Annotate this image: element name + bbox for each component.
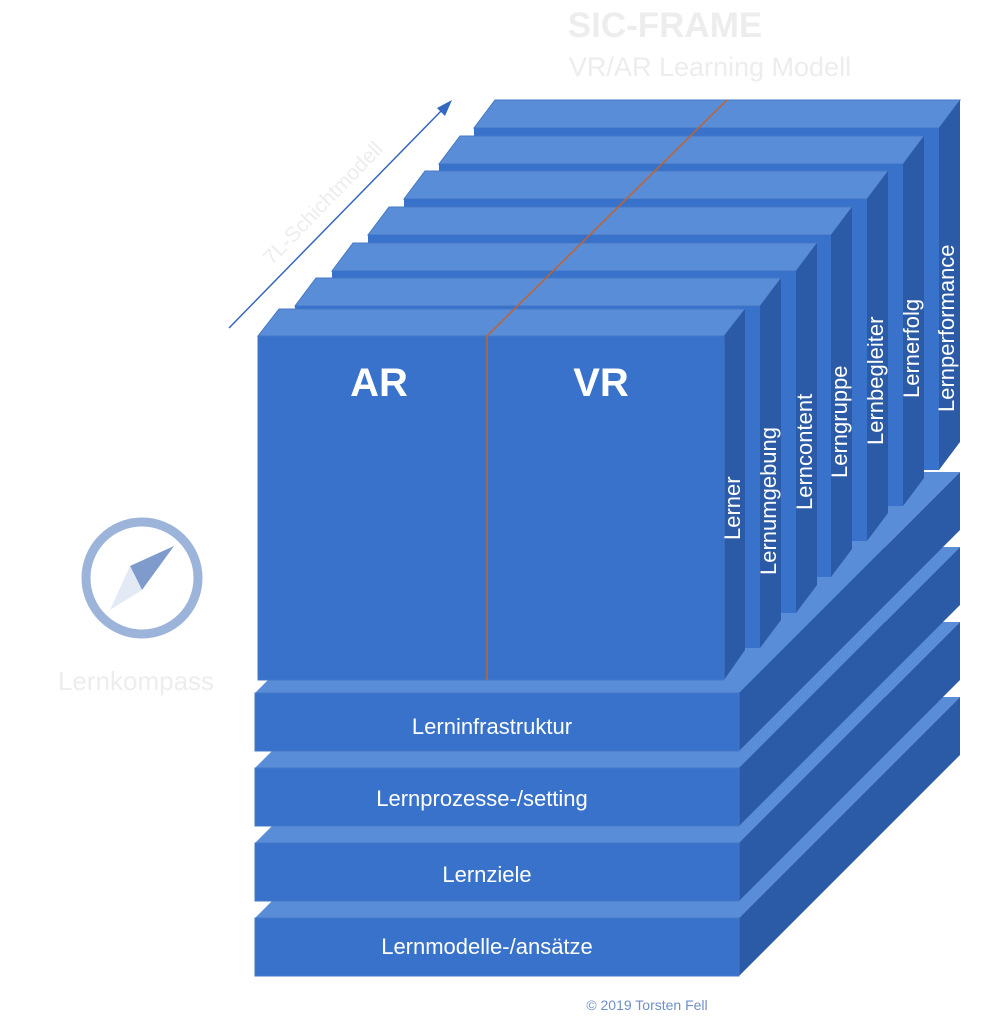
vr-label: VR	[573, 361, 629, 405]
layer-label-lernbegleiter: Lernbegleiter	[863, 317, 888, 445]
layer-label-lerner: Lerner	[720, 476, 745, 540]
ar-vr-divider	[486, 99, 728, 680]
copyright-text: © 2019 Torsten Fell	[586, 997, 707, 1013]
base-label-lernziele: Lernziele	[442, 862, 531, 887]
compass-icon	[81, 517, 203, 639]
base-label-lernmodelle: Lernmodelle-/ansätze	[381, 934, 593, 959]
vertical-layer-1	[256, 308, 747, 681]
layer-label-lernerfolg: Lernerfolg	[899, 299, 924, 398]
ar-label: AR	[350, 361, 408, 405]
layer-label-lernperformance: Lernperformance	[934, 244, 959, 412]
layer-label-lerncontent: Lerncontent	[792, 394, 817, 510]
diagram-title: SIC-FRAME	[568, 6, 762, 45]
base-label-lernprozesse: Lernprozesse-/setting	[376, 786, 588, 811]
layer-label-lerngruppe: Lerngruppe	[827, 365, 852, 478]
layer-label-lernumgebung: Lernumgebung	[756, 427, 781, 575]
layer-model-arrow	[228, 100, 452, 329]
compass-label: Lernkompass	[58, 666, 214, 696]
base-label-lerninfrastruktur: Lerninfrastruktur	[412, 714, 572, 739]
arrow-head-icon	[437, 100, 452, 116]
diagram-subtitle: VR/AR Learning Modell	[569, 52, 851, 82]
